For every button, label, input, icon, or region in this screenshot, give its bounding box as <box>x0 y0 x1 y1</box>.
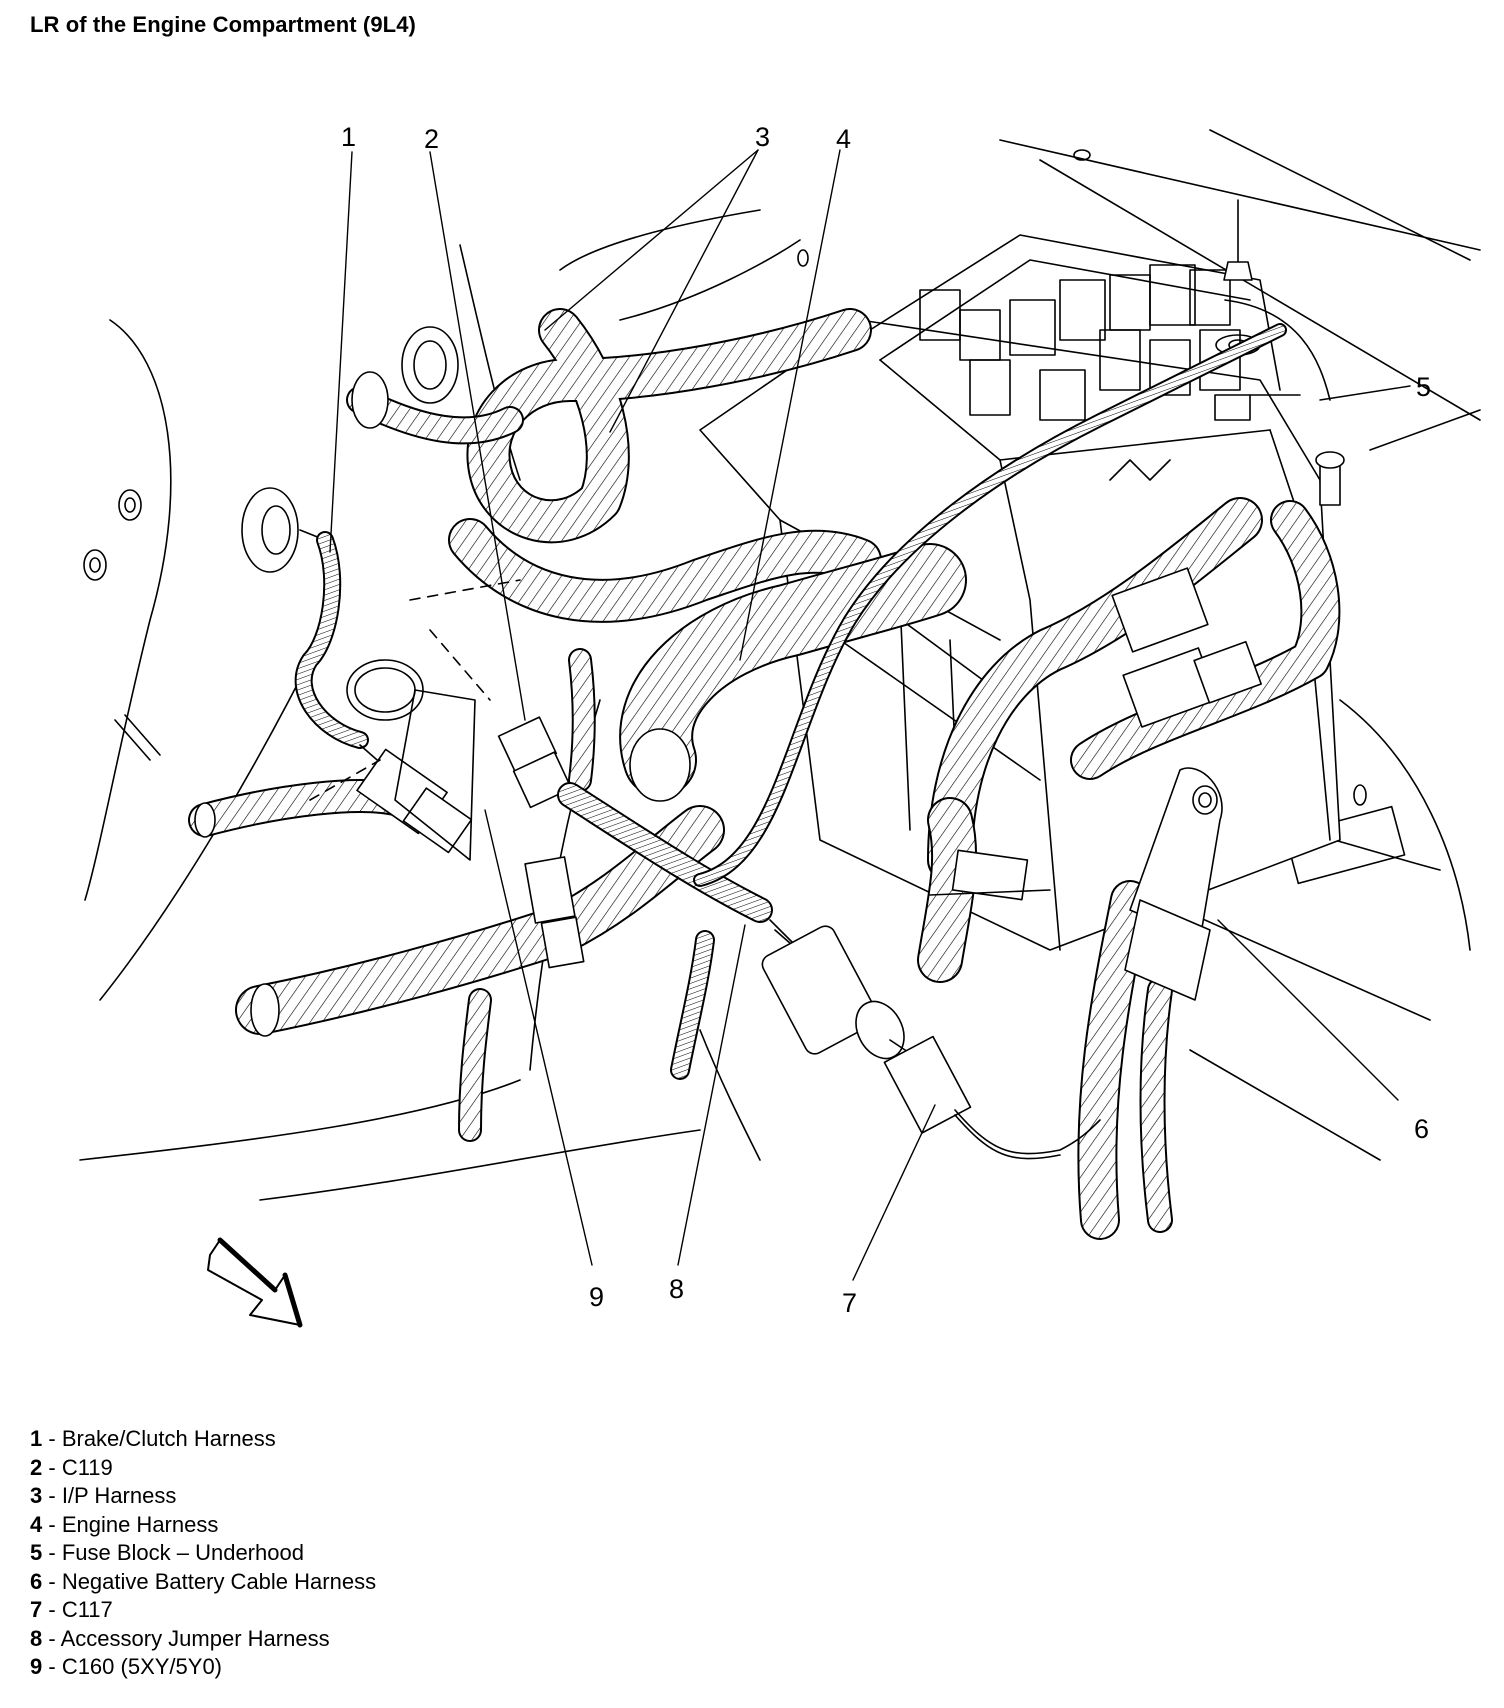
negative-battery-terminal <box>1124 299 1345 1001</box>
legend-item-5: 5 - Fuse Block – Underhood <box>30 1539 376 1568</box>
callout-7: 7 <box>842 1288 857 1318</box>
legend-separator: - <box>42 1597 62 1622</box>
legend-number: 3 <box>30 1483 43 1508</box>
leader-line-9 <box>484 809 593 1266</box>
legend-number: 2 <box>30 1454 43 1480</box>
leader-line-4 <box>739 149 841 661</box>
callout-1: 1 <box>341 122 356 152</box>
leader-line-3b <box>609 149 759 433</box>
legend-number: 9 <box>30 1654 43 1679</box>
legend-label: Engine Harness <box>61 1511 219 1537</box>
legend-label: C117 <box>61 1597 113 1622</box>
legend-item-7: 7 - C117 <box>30 1596 376 1625</box>
leader-line-3a <box>544 149 759 331</box>
legend-item-2: 2 - C119 <box>30 1454 376 1483</box>
c160-connector <box>394 689 585 969</box>
legend-item-4: 4 - Engine Harness <box>30 1511 376 1540</box>
legend-separator: - <box>42 1540 62 1565</box>
legend-separator: - <box>42 1454 62 1480</box>
diagram-title: LR of the Engine Compartment (9L4) <box>30 12 416 37</box>
legend-separator: - <box>42 1625 61 1651</box>
leader-line-5 <box>1319 385 1411 401</box>
callout-6: 6 <box>1414 1114 1429 1144</box>
legend-number: 7 <box>30 1597 43 1622</box>
c117-connector <box>761 925 1101 1160</box>
callout-2: 2 <box>424 124 439 154</box>
legend-label: C160 (5XY/5Y0) <box>61 1654 223 1679</box>
callout-8: 8 <box>669 1274 684 1304</box>
legend-item-6: 6 - Negative Battery Cable Harness <box>30 1568 376 1597</box>
legend-number: 6 <box>30 1568 43 1594</box>
front-direction-arrow <box>207 1237 303 1328</box>
callout-4: 4 <box>836 124 851 154</box>
legend-number: 8 <box>30 1625 43 1651</box>
legend-number: 5 <box>30 1540 43 1565</box>
legend-separator: - <box>42 1483 62 1508</box>
leader-lines <box>329 149 1411 1281</box>
ip-harness <box>346 308 882 623</box>
ground-stud <box>1215 199 1261 356</box>
leader-line-8 <box>677 924 746 1266</box>
legend-label: I/P Harness <box>61 1483 177 1508</box>
body-panel-right <box>797 129 1481 1161</box>
legend-separator: - <box>42 1568 62 1594</box>
legend-separator: - <box>42 1654 62 1679</box>
leader-line-1 <box>329 151 353 553</box>
legend-item-1: 1 - Brake/Clutch Harness <box>30 1425 376 1454</box>
legend-label: Fuse Block – Underhood <box>61 1540 304 1565</box>
legend-number: 1 <box>30 1426 43 1451</box>
engine-compartment-drawing: 1 2 3 4 5 6 7 8 9 <box>79 122 1481 1328</box>
connector-pair-right <box>929 567 1262 901</box>
accessory-jumper-harness <box>557 323 1287 966</box>
legend-label: Brake/Clutch Harness <box>61 1426 276 1451</box>
leader-line-7 <box>852 1104 936 1281</box>
legend-item-8: 8 - Accessory Jumper Harness <box>30 1625 376 1654</box>
engine-harness <box>619 497 1341 1240</box>
legend-number: 4 <box>30 1511 43 1537</box>
legend-label: Accessory Jumper Harness <box>60 1625 330 1651</box>
brake-clutch-harness <box>241 487 473 854</box>
legend-label: Negative Battery Cable Harness <box>61 1568 377 1594</box>
callout-3: 3 <box>755 122 770 152</box>
legend-separator: - <box>42 1426 62 1451</box>
legend: 1 - Brake/Clutch Harness 2 - C119 3 - I/… <box>30 1425 376 1682</box>
leader-line-2 <box>429 151 526 721</box>
legend-label: C119 <box>61 1454 113 1480</box>
legend-item-3: 3 - I/P Harness <box>30 1482 376 1511</box>
legend-separator: - <box>42 1511 62 1537</box>
callout-9: 9 <box>589 1282 604 1312</box>
legend-item-9: 9 - C160 (5XY/5Y0) <box>30 1653 376 1682</box>
callout-numbers: 1 2 3 4 5 6 7 8 9 <box>341 122 1431 1318</box>
callout-5: 5 <box>1416 372 1431 402</box>
leader-line-6 <box>1217 919 1399 1101</box>
